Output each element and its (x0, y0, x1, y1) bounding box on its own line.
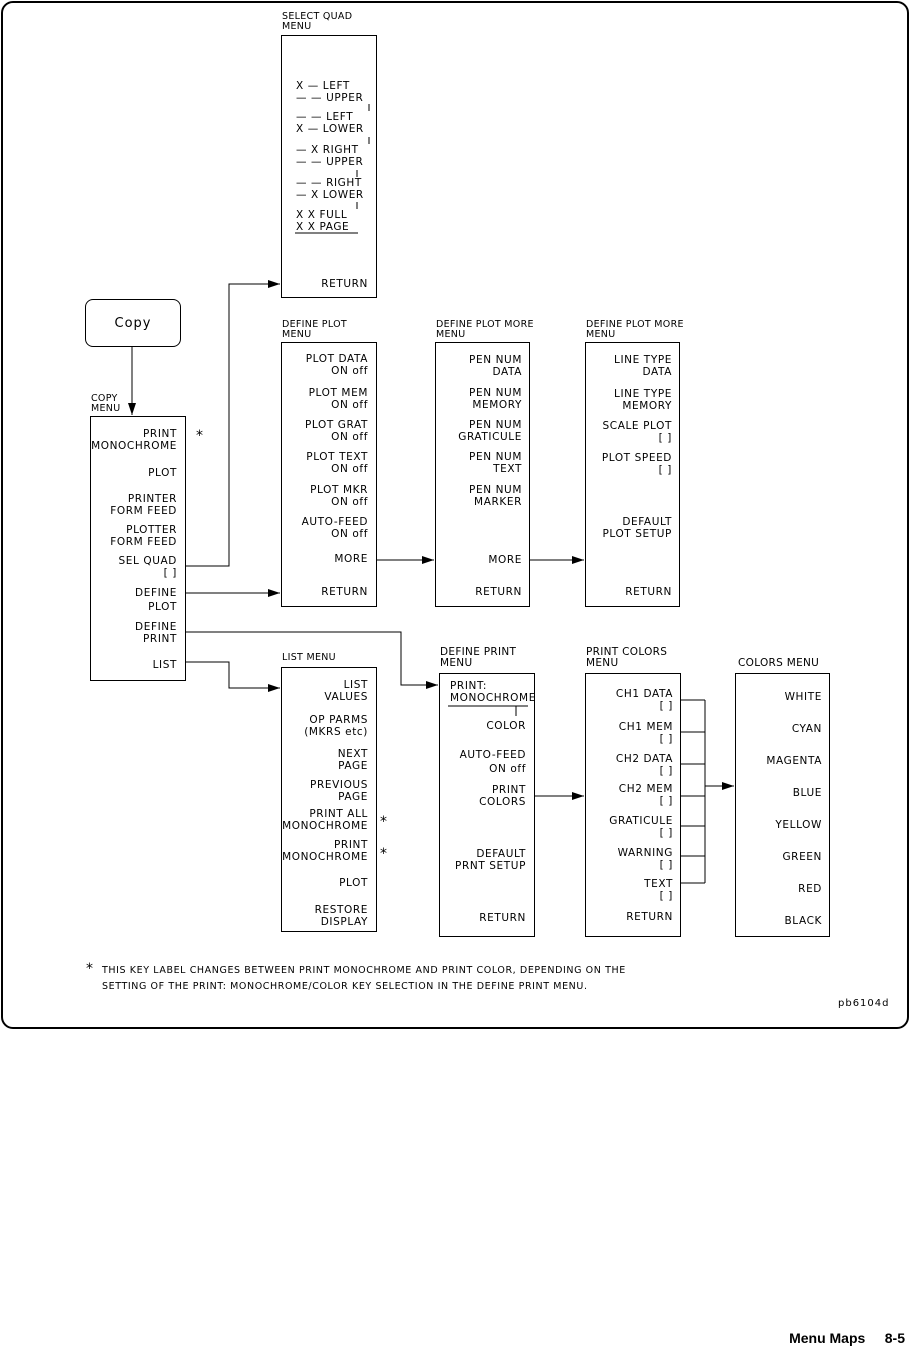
softkey-list-print-monochrome[interactable]: PRINT MONOCHROME (282, 839, 368, 863)
print-colors-menu (585, 673, 681, 937)
softkey-line-type-data[interactable]: LINE TYPE DATA (614, 354, 672, 378)
color-yellow[interactable]: YELLOW (775, 819, 822, 831)
asterisk-mark-print-all: * (380, 814, 387, 830)
softkey-print-mono-color[interactable]: PRINT: MONOCHROME (450, 680, 536, 704)
quad-full-page[interactable]: X X FULL X X PAGE (296, 209, 350, 233)
select-quad-menu-title: SELECT QUAD MENU (282, 11, 353, 32)
quad-right-lower[interactable]: — — RIGHT — X LOWER (296, 177, 364, 201)
softkey-list[interactable]: LIST (152, 659, 177, 671)
softkey-ch2-mem[interactable]: CH2 MEM [ ] (618, 783, 673, 807)
define-plot-more-menu-2 (585, 342, 680, 607)
arrow-define-print (186, 631, 438, 689)
define-print-return[interactable]: RETURN (479, 912, 526, 924)
copy-hardkey-label: Copy (114, 315, 152, 331)
color-green[interactable]: GREEN (782, 851, 822, 863)
softkey-pen-num-data[interactable]: PEN NUM DATA (469, 354, 522, 378)
softkey-pen-num-graticule[interactable]: PEN NUM GRATICULE (458, 419, 522, 443)
softkey-print-all-monochrome[interactable]: PRINT ALL MONOCHROME (282, 808, 368, 832)
copy-hardkey[interactable]: Copy (85, 299, 181, 347)
asterisk-mark-print: * (380, 846, 387, 862)
define-print-menu-title: DEFINE PRINT MENU (440, 646, 517, 669)
softkey-define-plot[interactable]: DEFINE PLOT (135, 587, 177, 613)
arrow-sel-quad (186, 280, 280, 567)
copy-menu-title: COPY MENU (91, 393, 121, 414)
softkey-list-plot[interactable]: PLOT (339, 877, 368, 889)
colors-menu (735, 673, 830, 937)
define-plot-menu (281, 342, 377, 607)
softkey-scale-plot[interactable]: SCALE PLOT [ ] (602, 420, 672, 444)
softkey-list-values[interactable]: LIST VALUES (324, 679, 368, 703)
softkey-restore-display[interactable]: RESTORE DISPLAY (314, 904, 368, 928)
diagram-frame (1, 1, 909, 1029)
color-red[interactable]: RED (798, 883, 822, 895)
page-footer: Menu Maps 8-5 (789, 1330, 905, 1346)
softkey-auto-feed[interactable]: AUTO-FEED ON off (301, 516, 368, 540)
softkey-more-2[interactable]: MORE (488, 554, 522, 566)
softkey-text[interactable]: TEXT [ ] (644, 878, 673, 902)
softkey-ch1-mem[interactable]: CH1 MEM [ ] (618, 721, 673, 745)
softkey-define-print[interactable]: DEFINE PRINT (135, 621, 177, 645)
softkey-graticule[interactable]: GRATICULE [ ] (609, 815, 673, 839)
color-magenta[interactable]: MAGENTA (766, 755, 822, 767)
softkey-default-prnt-setup[interactable]: DEFAULT PRNT SETUP (455, 848, 526, 872)
list-menu-title: LIST MENU (282, 652, 336, 663)
define-plot-more-menu-1 (435, 342, 530, 607)
softkey-pen-num-memory[interactable]: PEN NUM MEMORY (469, 387, 522, 411)
softkey-ch1-data[interactable]: CH1 DATA [ ] (615, 688, 673, 712)
quad-right-upper[interactable]: — X RIGHT — — UPPER (296, 144, 364, 168)
define-plot-more-2-return[interactable]: RETURN (625, 586, 672, 598)
color-cyan[interactable]: CYAN (791, 723, 822, 735)
softkey-print-auto-feed[interactable]: AUTO-FEED ON off (459, 749, 526, 775)
print-color-option[interactable]: COLOR (486, 720, 526, 732)
quad-left-lower[interactable]: — — LEFT X — LOWER (296, 111, 364, 135)
define-plot-more-2-title: DEFINE PLOT MORE MENU (586, 319, 684, 340)
color-white[interactable]: WHITE (784, 691, 822, 703)
arrow-list (186, 661, 280, 692)
softkey-plot-grat[interactable]: PLOT GRAT ON off (304, 419, 368, 443)
colors-menu-title: COLORS MENU (738, 657, 820, 669)
copy-menu (90, 416, 186, 681)
softkey-more[interactable]: MORE (334, 553, 368, 565)
select-quad-menu (281, 35, 377, 298)
footnote-asterisk: * (86, 961, 93, 977)
softkey-plot[interactable]: PLOT (148, 467, 177, 479)
softkey-default-plot-setup[interactable]: DEFAULT PLOT SETUP (602, 516, 672, 540)
define-plot-menu-title: DEFINE PLOT MENU (282, 319, 347, 340)
softkey-plot-mkr[interactable]: PLOT MKR ON off (310, 484, 368, 508)
softkey-plot-speed[interactable]: PLOT SPEED [ ] (601, 452, 672, 476)
softkey-next-page[interactable]: NEXT PAGE (337, 748, 368, 772)
define-plot-return[interactable]: RETURN (321, 586, 368, 598)
softkey-printer-form-feed[interactable]: PRINTER FORM FEED (110, 493, 177, 517)
select-quad-return[interactable]: RETURN (321, 278, 368, 290)
softkey-print-colors[interactable]: PRINT COLORS (479, 784, 526, 808)
softkey-warning[interactable]: WARNING [ ] (617, 847, 673, 871)
softkey-sel-quad[interactable]: SEL QUAD [ ] (118, 555, 177, 579)
color-blue[interactable]: BLUE (792, 787, 822, 799)
figure-id: pb6104d (838, 998, 890, 1009)
list-menu (281, 667, 377, 932)
softkey-op-parms[interactable]: OP PARMS (MKRS etc) (304, 714, 368, 738)
print-colors-menu-title: PRINT COLORS MENU (586, 646, 668, 669)
softkey-plot-data[interactable]: PLOT DATA ON off (305, 353, 368, 377)
footnote-text: THIS KEY LABEL CHANGES BETWEEN PRINT MON… (102, 965, 626, 992)
softkey-previous-page[interactable]: PREVIOUS PAGE (310, 779, 368, 803)
softkey-print-monochrome[interactable]: PRINT MONOCHROME (91, 428, 177, 452)
softkey-pen-num-text[interactable]: PEN NUM TEXT (469, 451, 522, 475)
softkey-pen-num-marker[interactable]: PEN NUM MARKER (469, 484, 522, 508)
softkey-plot-mem[interactable]: PLOT MEM ON off (308, 387, 368, 411)
define-plot-more-1-return[interactable]: RETURN (475, 586, 522, 598)
define-plot-more-1-title: DEFINE PLOT MORE MENU (436, 319, 534, 340)
softkey-line-type-memory[interactable]: LINE TYPE MEMORY (614, 388, 672, 412)
define-print-menu (439, 673, 535, 937)
softkey-ch2-data[interactable]: CH2 DATA [ ] (615, 753, 673, 777)
softkey-plotter-form-feed[interactable]: PLOTTER FORM FEED (110, 524, 177, 548)
print-colors-return[interactable]: RETURN (626, 911, 673, 923)
color-black[interactable]: BLACK (784, 915, 822, 927)
asterisk-mark: * (196, 428, 203, 444)
softkey-plot-text[interactable]: PLOT TEXT ON off (306, 451, 368, 475)
quad-left-upper[interactable]: X — LEFT — — UPPER (296, 80, 364, 104)
